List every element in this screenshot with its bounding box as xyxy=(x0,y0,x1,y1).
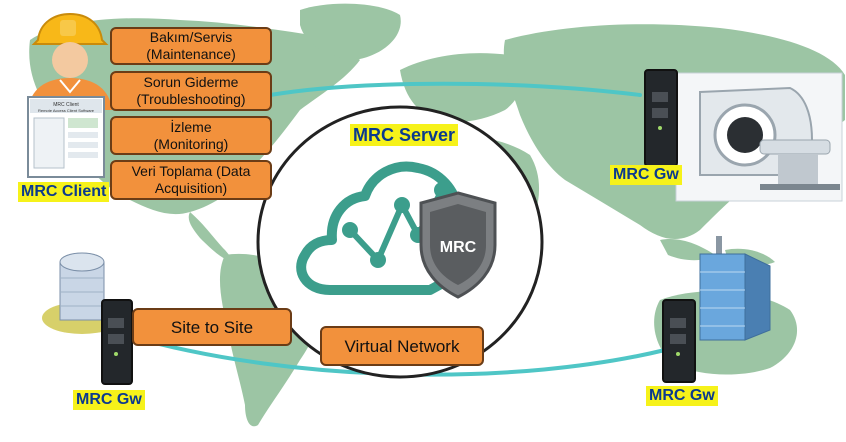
virtual-network-label: Virtual Network xyxy=(344,336,460,356)
svg-text:MRC: MRC xyxy=(440,239,477,256)
mrc-gw-label-left: MRC Gw xyxy=(73,390,145,410)
service-label-line2: (Troubleshooting) xyxy=(136,91,246,107)
service-box-troubleshooting: Sorun Giderme(Troubleshooting) xyxy=(110,71,272,111)
service-label-line1: Bakım/Servis xyxy=(149,29,233,45)
svg-text:MRC Client: MRC Client xyxy=(53,102,79,108)
mrc-server-label: MRC Server xyxy=(350,124,459,146)
service-label-line2: (Maintenance) xyxy=(146,46,236,62)
gateway-device-bottom-right xyxy=(662,299,696,383)
client-monitor-icon: MRC Client Remote Access Client Software xyxy=(27,96,105,178)
site-to-site-box: Site to Site xyxy=(132,308,292,346)
service-label-line1: Veri Toplama (Data xyxy=(131,163,251,179)
link-client-to-gw xyxy=(268,81,642,97)
skyscraper-icon-right xyxy=(699,236,771,341)
building-icon-left xyxy=(42,252,122,334)
mrc-client-label: MRC Client xyxy=(18,182,110,202)
gateway-device-left xyxy=(101,299,133,385)
svg-text:Remote Access Client Software: Remote Access Client Software xyxy=(38,108,95,113)
server-circle xyxy=(256,105,544,379)
service-box-maintenance: Bakım/Servis(Maintenance) xyxy=(110,27,272,65)
mri-scanner-icon xyxy=(675,72,843,202)
shield-icon: MRC xyxy=(419,191,497,299)
site-to-site-label: Site to Site xyxy=(170,317,254,337)
service-box-monitoring: İzleme(Monitoring) xyxy=(110,116,272,155)
service-label-line1: İzleme xyxy=(170,118,212,135)
service-label-line2: Acquisition) xyxy=(154,180,228,196)
service-label-line2: (Monitoring) xyxy=(153,135,229,152)
service-label-line1: Sorun Giderme xyxy=(143,74,239,90)
mrc-gw-label-top-right: MRC Gw xyxy=(610,165,682,185)
mrc-gw-label-bottom-right: MRC Gw xyxy=(646,386,718,406)
gateway-device-top-right xyxy=(644,69,678,167)
virtual-network-box: Virtual Network xyxy=(320,326,484,366)
